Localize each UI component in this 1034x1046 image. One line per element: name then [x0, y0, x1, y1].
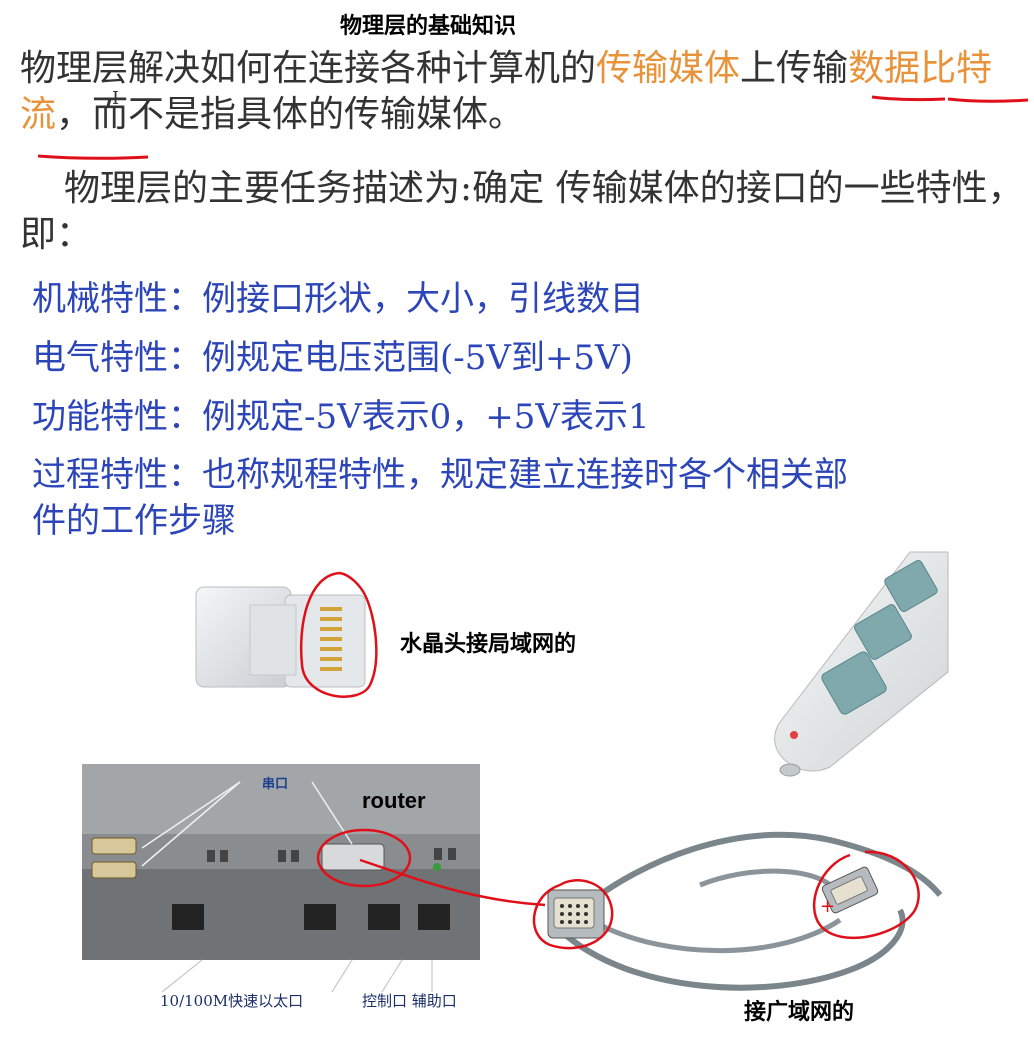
page-title: 物理层的基础知识	[340, 13, 517, 38]
intro-paragraph: 物理层解决如何在连接各种计算机的传输媒体上传输数据比特流，而不是指具体的传输媒体…	[20, 46, 1030, 138]
wan-caption: 接广域网的	[744, 999, 855, 1024]
ethernet-port-label: 10/100M快速以太口	[160, 992, 304, 1010]
router-caption: router	[362, 788, 426, 813]
rj45-caption: 水晶头接局域网的	[400, 631, 577, 656]
intro-text-2: 上	[740, 48, 777, 89]
feature-mechanical: 机械特性：例接口形状，大小，引线数目	[32, 279, 644, 319]
feature-procedural: 过程特性：也称规程特性，规定建立连接时各个相关部	[32, 455, 848, 495]
power-strip-image	[774, 551, 949, 777]
serial-port-label: 串口	[262, 777, 289, 792]
router-panel-image	[82, 764, 480, 993]
underline-annotations: I	[37, 88, 1029, 160]
serial-cable-image: +	[532, 831, 943, 991]
svg-text:I: I	[112, 88, 119, 109]
intro-text-1: 物理层解决如何在连接各种计算机的	[20, 48, 597, 89]
feature-electrical: 电气特性：例规定电压范围(-5V到+5V)	[32, 338, 633, 378]
intro-text-4: ，而不是指具体的传输媒体。	[56, 94, 525, 135]
console-aux-label: 控制口 辅助口	[362, 992, 457, 1010]
highlight-bit-stream: 数据比特流	[20, 48, 993, 135]
task-paragraph: 物理层的主要任务描述为:确定 传输媒体的接口的一些特性，即：	[20, 168, 1024, 255]
intro-text-3: 传输	[776, 48, 849, 89]
svg-text:+: +	[820, 896, 835, 917]
rj45-connector-image	[195, 571, 378, 698]
feature-procedural-cont: 件的工作步骤	[32, 501, 236, 541]
highlight-transmission-media: 传输媒体	[596, 48, 741, 89]
feature-functional: 功能特性：例规定-5V表示0，+5V表示1	[32, 397, 650, 437]
